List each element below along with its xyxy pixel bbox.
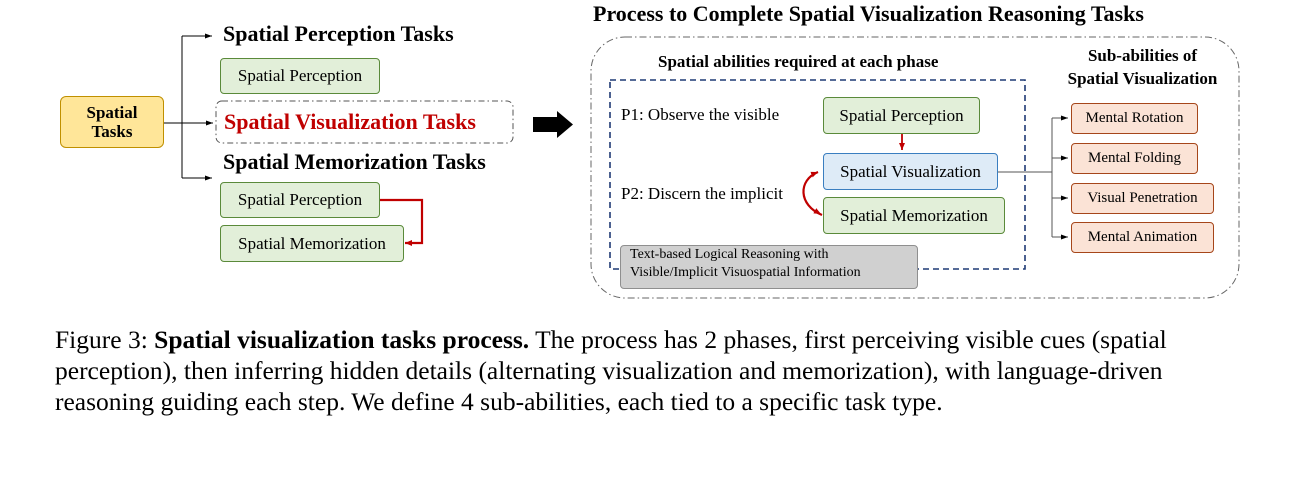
- subabilities-heading: Sub-abilities of Spatial Visualization: [1067, 46, 1218, 88]
- subabilities-connector: [998, 115, 1068, 240]
- p2-memorization-box: Spatial Memorization: [823, 197, 1005, 234]
- task-tree-connector: [163, 33, 213, 181]
- phases-heading: Spatial abilities required at each phase: [658, 52, 939, 71]
- figure-caption: Figure 3: Spatial visualization tasks pr…: [55, 324, 1245, 417]
- reasoning-box: Text-based Logical Reasoning with Visibl…: [620, 245, 918, 289]
- visualization-tasks-heading: Spatial Visualization Tasks: [224, 109, 476, 134]
- perception-tasks-heading: Spatial Perception Tasks: [223, 21, 454, 46]
- memorization-tasks-heading: Spatial Memorization Tasks: [223, 149, 486, 174]
- subability-mental-animation: Mental Animation: [1071, 222, 1214, 253]
- p1-perception-box: Spatial Perception: [823, 97, 980, 134]
- subability-mental-rotation: Mental Rotation: [1071, 103, 1198, 134]
- memo-memorization-box: Spatial Memorization: [220, 225, 404, 262]
- memo-perception-box: Spatial Perception: [220, 182, 380, 218]
- perception-to-memorization-arrow: [380, 198, 424, 246]
- caption-bold-title: Spatial visualization tasks process.: [154, 325, 530, 354]
- caption-label: Figure 3:: [55, 325, 155, 354]
- visualization-tasks-highlight: [215, 100, 514, 144]
- big-right-arrow: [533, 111, 573, 138]
- p2-label: P2: Discern the implicit: [621, 184, 783, 203]
- perception-task-box: Spatial Perception: [220, 58, 380, 94]
- process-outer-container: [590, 36, 1240, 299]
- subability-visual-penetration: Visual Penetration: [1071, 183, 1214, 214]
- process-title: Process to Complete Spatial Visualizatio…: [593, 1, 1144, 26]
- p2-visualization-box: Spatial Visualization: [823, 153, 998, 190]
- alternating-curve-arrow: [802, 170, 823, 217]
- p1-label: P1: Observe the visible: [621, 105, 780, 124]
- caption-body: The process has 2 phases, first perceivi…: [55, 325, 1167, 416]
- spatial-tasks-node: Spatial Tasks: [60, 96, 164, 148]
- subability-mental-folding: Mental Folding: [1071, 143, 1198, 174]
